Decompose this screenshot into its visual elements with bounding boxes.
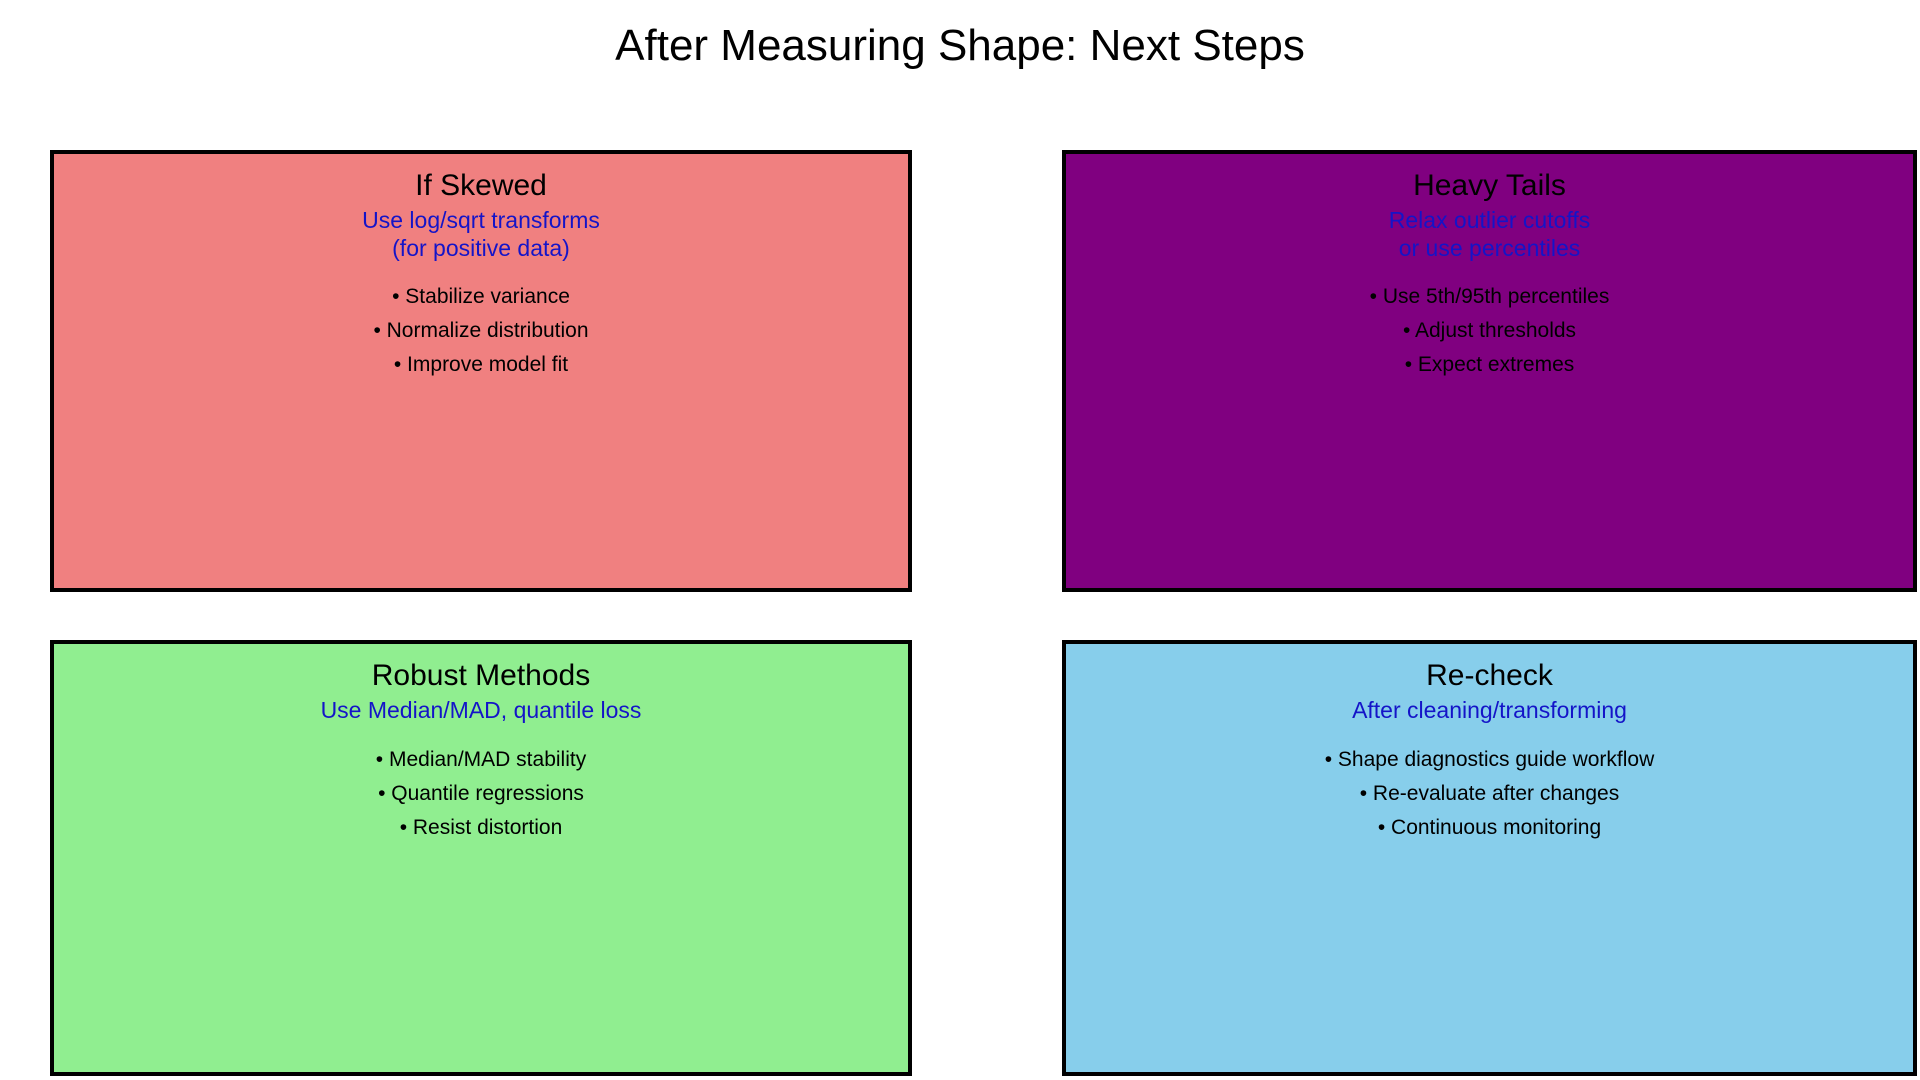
panel-robust-methods: Robust Methods Use Median/MAD, quantile … [50,640,912,1076]
panel-subtitle-if-skewed: Use log/sqrt transforms (for positive da… [362,207,600,261]
panel-content-robust-methods: Robust Methods Use Median/MAD, quantile … [54,658,908,851]
list-item: • Adjust thresholds [1402,318,1577,342]
list-item: • Resist distortion [399,815,563,839]
list-item: • Normalize distribution [373,318,589,342]
panel-bullet-list-robust-methods: • Median/MAD stability • Quantile regres… [54,749,908,838]
panel-heavy-tails: Heavy Tails Relax outlier cutoffs or use… [1062,150,1917,592]
list-item: • Continuous monitoring [1377,815,1602,839]
panel-heading-if-skewed: If Skewed [415,169,547,202]
panel-heading-robust-methods: Robust Methods [371,659,591,692]
panel-subtitle-heavy-tails: Relax outlier cutoffs or use percentiles [1388,207,1591,261]
list-item: • Re-evaluate after changes [1359,781,1620,805]
panel-heading-heavy-tails: Heavy Tails [1413,169,1566,202]
list-item: • Stabilize variance [392,284,570,308]
list-item: • Quantile regressions [378,781,584,805]
panel-subtitle-robust-methods: Use Median/MAD, quantile loss [320,697,642,724]
list-item: • Shape diagnostics guide workflow [1324,747,1655,771]
panel-re-check: Re-check After cleaning/transforming • S… [1062,640,1917,1076]
panel-if-skewed: If Skewed Use log/sqrt transforms (for p… [50,150,912,592]
panel-heading-re-check: Re-check [1426,659,1553,692]
list-item: • Improve model fit [393,352,569,376]
panel-content-if-skewed: If Skewed Use log/sqrt transforms (for p… [54,168,908,388]
list-item: • Use 5th/95th percentiles [1369,284,1610,308]
panel-bullet-list-re-check: • Shape diagnostics guide workflow • Re-… [1066,749,1913,838]
page-title: After Measuring Shape: Next Steps [615,21,1305,70]
panel-subtitle-re-check: After cleaning/transforming [1352,697,1627,724]
panel-content-heavy-tails: Heavy Tails Relax outlier cutoffs or use… [1066,168,1913,388]
list-item: • Expect extremes [1404,352,1575,376]
panel-content-re-check: Re-check After cleaning/transforming • S… [1066,658,1913,851]
list-item: • Median/MAD stability [375,747,587,771]
panel-bullet-list-if-skewed: • Stabilize variance • Normalize distrib… [54,286,908,375]
panel-bullet-list-heavy-tails: • Use 5th/95th percentiles • Adjust thre… [1066,286,1913,375]
